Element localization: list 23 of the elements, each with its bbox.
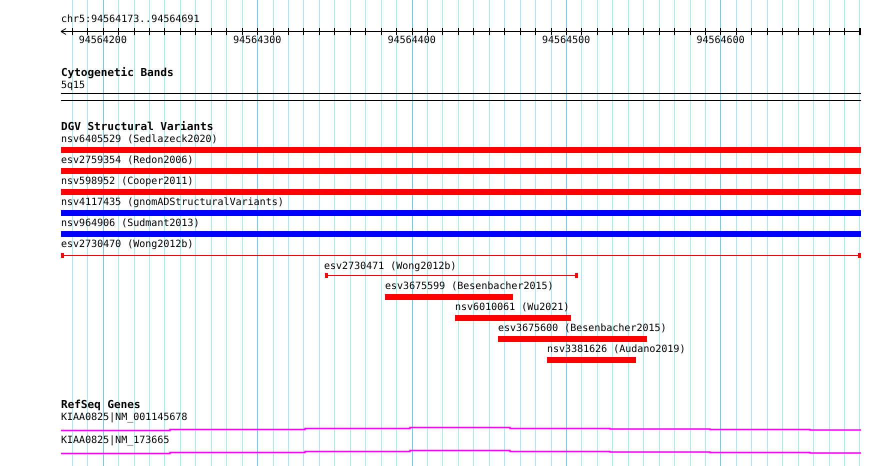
variant-label: nsv598952 (Cooper2011)	[61, 176, 194, 188]
variant-label: esv3675600 (Besenbacher2015)	[498, 323, 667, 335]
tick-label: 94564500	[542, 35, 590, 47]
track-heading: DGV Structural Variants	[61, 121, 214, 133]
variant-label: esv2730470 (Wong2012b)	[61, 239, 194, 251]
track-heading: Cytogenetic Bands	[61, 67, 174, 79]
variant-label: nsv6405529 (Sedlazeck2020)	[61, 134, 218, 146]
variant-label: esv2759354 (Redon2006)	[61, 155, 194, 167]
tick-label: 94564400	[388, 35, 436, 47]
variant-label: nsv6010061 (Wu2021)	[455, 302, 570, 314]
track-heading: RefSeq Genes	[61, 399, 140, 411]
band-label: 5q15	[61, 80, 86, 92]
gene-label: KIAA0825|NM_001145678	[61, 412, 188, 424]
variant-label: nsv4117435 (gnomADStructuralVariants)	[61, 197, 284, 209]
variant-label: esv2730471 (Wong2012b)	[324, 261, 456, 273]
tick-label: 94564300	[233, 35, 282, 47]
variant-label: nsv3381626 (Audano2019)	[547, 344, 686, 356]
variant-label: nsv964906 (Sudmant2013)	[61, 218, 200, 230]
tick-label: 94564200	[78, 35, 127, 47]
gene-label: KIAA0825|NM_173665	[61, 435, 170, 447]
location-heading: chr5:94564173..94564691	[61, 14, 200, 26]
tick-label: 94564600	[696, 35, 745, 47]
variant-label: esv3675599 (Besenbacher2015)	[385, 281, 554, 293]
